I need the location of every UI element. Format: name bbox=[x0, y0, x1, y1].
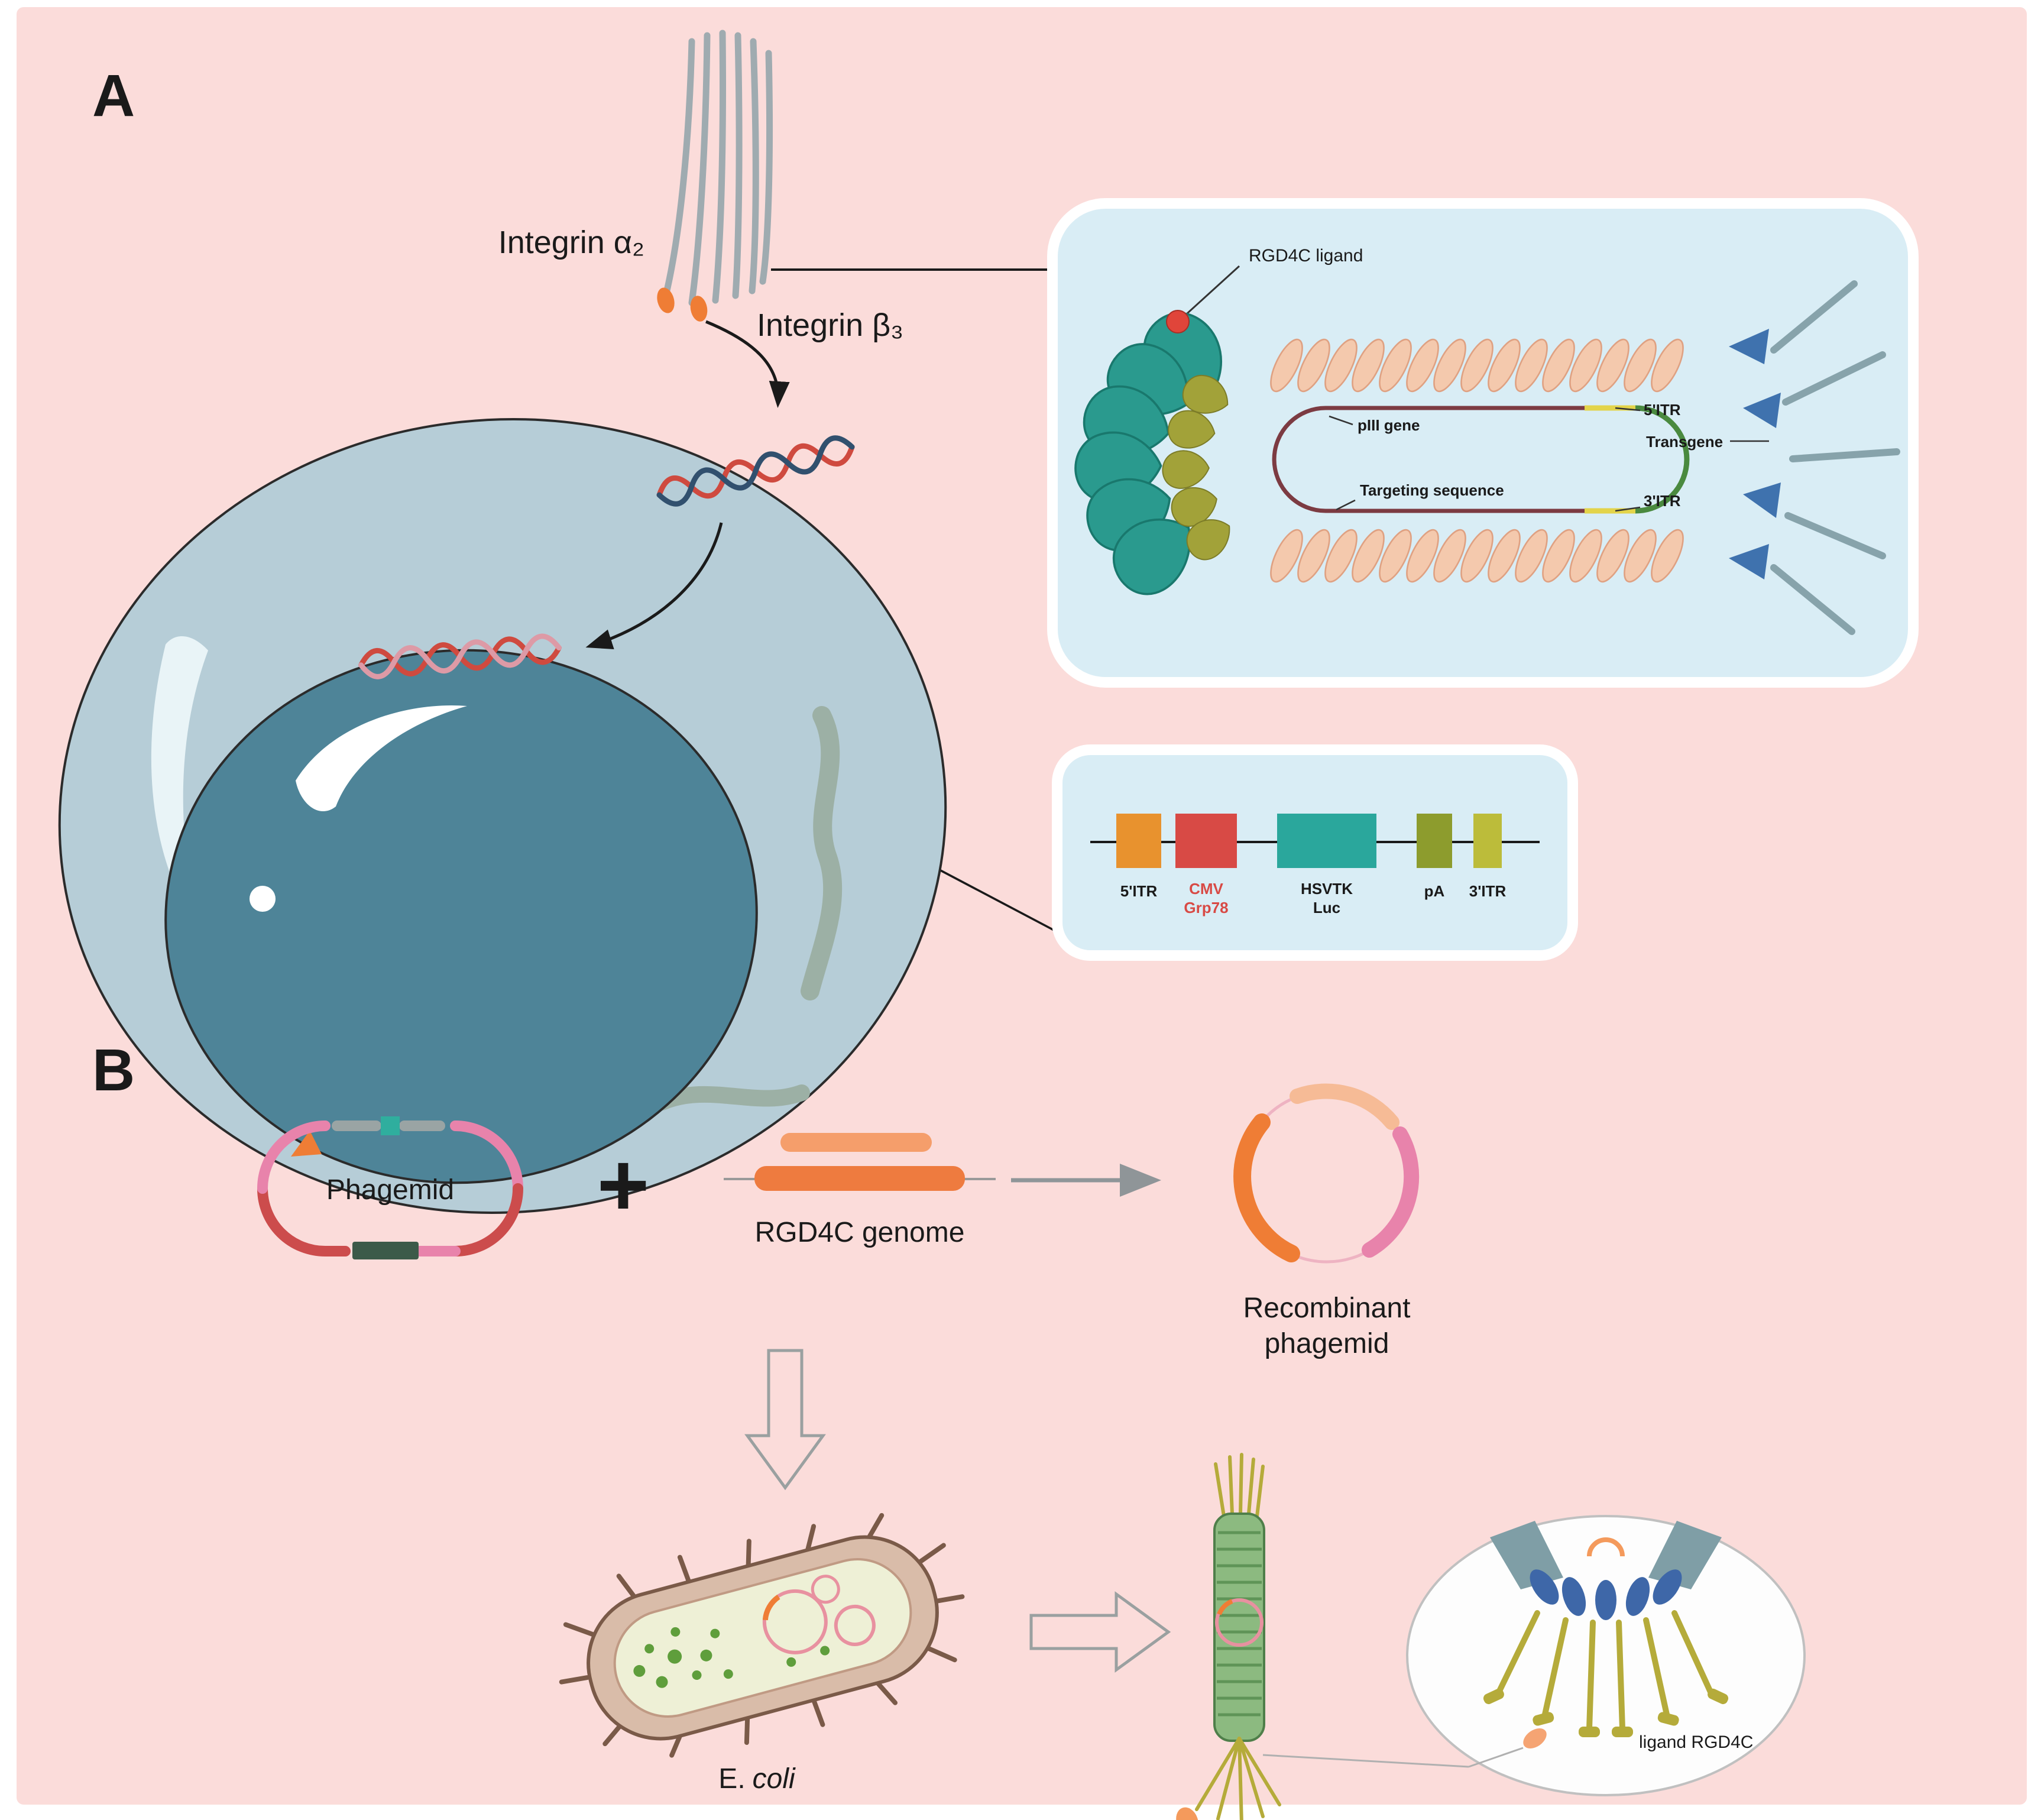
panel-a-label: A bbox=[92, 63, 135, 129]
entry-arrow bbox=[705, 320, 790, 408]
recombinant-peach-arc bbox=[1290, 1083, 1399, 1130]
phage-structure-inset: RGD4C ligand bbox=[1047, 198, 1919, 688]
magnifier-connector-line bbox=[1262, 1754, 1469, 1768]
rgd4c-ligand-label: RGD4C ligand bbox=[1249, 246, 1363, 265]
magnifier-lens bbox=[1406, 1515, 1806, 1796]
recombinant-orange-arc bbox=[1233, 1113, 1300, 1262]
piii-gene-pointer bbox=[1329, 415, 1353, 426]
transgene-segment bbox=[1635, 405, 1690, 514]
integrin-beta-label: Integrin β₃ bbox=[757, 307, 903, 343]
construct-itr3-label: 3'ITR bbox=[1469, 882, 1507, 900]
phagemid-label: Phagemid bbox=[326, 1174, 454, 1206]
recombinant-phagemid: Recombinant phagemid bbox=[1233, 1083, 1420, 1359]
capsid-end-left bbox=[1490, 1521, 1563, 1589]
rgd4c-genome-label: RGD4C genome bbox=[755, 1217, 965, 1248]
tail-fibers bbox=[1770, 280, 1900, 635]
organelle-bottom bbox=[654, 1084, 810, 1110]
phagemid-insert-bar bbox=[352, 1242, 419, 1259]
itr3-label: 3'ITR bbox=[1644, 492, 1681, 510]
integrin-alpha-dot bbox=[657, 287, 675, 313]
phage-genome-ring bbox=[1215, 1598, 1264, 1647]
itr5-pointer bbox=[1615, 407, 1641, 412]
cytoplasm-highlight bbox=[151, 636, 208, 934]
tail-proteins bbox=[1729, 329, 1781, 579]
ecoli-ribosomes bbox=[633, 1627, 830, 1688]
ligand-rgd4c-label: ligand RGD4C bbox=[1639, 1732, 1753, 1752]
construct-cmv-label: CMV bbox=[1189, 880, 1223, 898]
capsid-end-right bbox=[1648, 1521, 1722, 1589]
phagemid-promoter-arrow bbox=[291, 1131, 322, 1157]
panel-b: B Phagemid + RGD4C genome bbox=[92, 1037, 1806, 1820]
phage-particle bbox=[1176, 1453, 1281, 1820]
nucleus-highlight bbox=[296, 705, 467, 812]
itr5-label: 5'ITR bbox=[1644, 401, 1681, 419]
construct-grp78-label: Grp78 bbox=[1184, 899, 1228, 917]
phagemid: Phagemid bbox=[257, 1116, 523, 1259]
recombinant-pink-arc bbox=[1362, 1126, 1420, 1258]
genome-bar-top bbox=[780, 1133, 932, 1152]
production-arrow-right bbox=[1029, 1591, 1171, 1673]
transgene-label: Transgene bbox=[1646, 433, 1723, 451]
piii-feet bbox=[1483, 1688, 1729, 1737]
phage-body-stripes bbox=[1217, 1531, 1262, 1717]
dna-cytoplasm bbox=[656, 435, 855, 507]
phage-top-fibers bbox=[1214, 1453, 1265, 1518]
magnifier: ligand RGD4C bbox=[1406, 1515, 1806, 1796]
nucleus-dot bbox=[250, 886, 276, 912]
ligand-pointer-line bbox=[1468, 1747, 1524, 1768]
rgd4c-genome: RGD4C genome bbox=[724, 1133, 996, 1248]
recombinant-label-line2: phagemid bbox=[1265, 1328, 1389, 1359]
genome-backbone bbox=[1272, 406, 1585, 513]
construct-hsvtk-label: HSVTK bbox=[1301, 880, 1353, 898]
phagemid-teal-element bbox=[381, 1116, 400, 1135]
construct-itr5-label: 5'ITR bbox=[1120, 882, 1158, 900]
piii-stalks bbox=[1494, 1610, 1715, 1732]
ecoli-phagemids bbox=[762, 1575, 876, 1654]
piii-anchor-domains bbox=[1530, 1569, 1682, 1620]
integrin-alpha-label: Integrin α₂ bbox=[498, 225, 644, 260]
ecoli bbox=[559, 1513, 965, 1758]
phage-tip-ligand bbox=[1176, 1807, 1198, 1820]
phage-tail-fibers bbox=[1195, 1737, 1281, 1820]
construct-luc-label: Luc bbox=[1313, 899, 1340, 917]
dna-nucleus bbox=[358, 633, 562, 679]
targeting-sequence-label: Targeting sequence bbox=[1360, 481, 1504, 499]
targeting-pointer bbox=[1336, 499, 1356, 511]
construct-pa-box bbox=[1417, 814, 1452, 868]
construct-hsvtk-luc-box bbox=[1277, 814, 1376, 868]
integrin-beta-dot bbox=[690, 296, 708, 322]
construct-pa-label: pA bbox=[1424, 882, 1445, 900]
itr3-pointer bbox=[1615, 506, 1641, 512]
plus-icon: + bbox=[597, 1135, 650, 1235]
construct-promoter-box bbox=[1175, 814, 1237, 868]
construct-itr3-box bbox=[1473, 814, 1502, 868]
panel-b-label: B bbox=[92, 1037, 135, 1103]
rgd4c-pointer-line bbox=[1186, 265, 1240, 315]
construct-itr5-box bbox=[1116, 814, 1161, 868]
phage-genome-map bbox=[1272, 405, 1690, 514]
panel-a: A Integrin α₂ Integrin β₃ bbox=[58, 30, 1919, 1214]
ligand-rgd4c-shape bbox=[1523, 1728, 1547, 1749]
ecoli-pili bbox=[559, 1513, 965, 1758]
phage-fiber-bundle bbox=[662, 30, 773, 306]
organelle-right bbox=[801, 706, 843, 1000]
phage-genome-arc bbox=[1217, 1599, 1233, 1615]
recombinant-label-line1: Recombinant bbox=[1243, 1293, 1411, 1324]
genome-bar-bottom bbox=[754, 1166, 965, 1191]
piii-gene-label: pIII gene bbox=[1358, 416, 1420, 434]
ecoli-cytoplasm bbox=[613, 1558, 912, 1718]
transform-arrow-down bbox=[744, 1349, 826, 1491]
rgd4c-ligand-dot bbox=[1166, 310, 1190, 333]
cell bbox=[58, 418, 947, 1214]
nuclear-import-arrow bbox=[585, 522, 723, 649]
construct-inset: 5'ITR CMV Grp78 HSVTK Luc pA 3'ITR bbox=[1052, 744, 1578, 961]
capsid-orange-arc bbox=[1587, 1537, 1625, 1557]
phage-inset-box bbox=[1047, 198, 1919, 688]
ecoli-label: E.coli bbox=[718, 1763, 796, 1795]
